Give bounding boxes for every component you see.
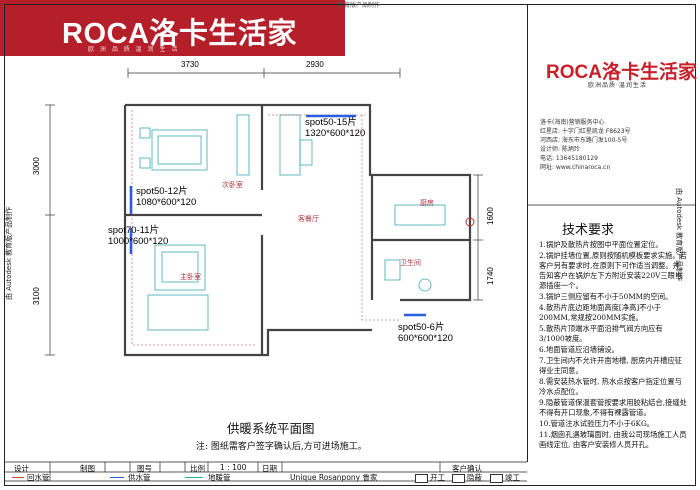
tb-scale-label: 比例 [190,464,205,473]
dimension-right-lower: 1740 [486,267,495,285]
info-line: 设计师: 陈炳玲 [540,146,580,153]
requirement-item: 11.烟囱孔遇玻璃面时, 由我公司现场施工人员画线定位, 由客户安装修人员开孔。 [539,430,687,449]
titleblock-grid [4,461,527,482]
dimension-left-lower: 3100 [32,287,41,305]
dimension-top-left: 3730 [181,60,199,69]
info-line: 网址: www.chinaroca.cn [540,164,611,171]
dimension-right-upper: 1600 [486,207,495,225]
overlap-text: Unique Rosanpony 鲁家 [290,473,378,482]
legend-supply-pipe: 供水管 [128,473,151,482]
radiator-model: spot70-11片 [108,225,160,236]
radiator-label-living: spot50-15片 1320*600*120 [305,117,365,139]
info-line: 电话: 13645180129 [540,155,598,162]
watermark-top: 教育版产品制作 [338,2,381,9]
supply-pipe-swatch [110,477,124,478]
radiator-size: 1000*600*120 [108,236,169,247]
radiator-size: 1320*600*120 [305,128,366,139]
dimension-left-upper: 3000 [32,157,41,175]
radiator-label-master-bedroom: spot70-11片 1000*600*120 [108,225,168,247]
requirement-item: 1.锅炉及散热片按图中平面位置定位。 [539,240,663,249]
stage-complete: 竣工 [505,473,520,482]
radiator-size: 600*600*120 [398,333,453,344]
info-line: 红星店: 十字门红星凯龙 F8623号 [540,128,631,135]
legend-return-pipe: 回水管 [27,473,50,482]
brand-slogan: 欧 洲 品 质 温 润 生 活 [88,46,180,53]
room-master-bedroom: 主卧室 [180,273,201,281]
tb-date: 日期 [262,464,277,473]
requirements-title: 技术要求 [562,223,615,238]
floor-heating-swatch [185,477,203,478]
requirement-item: 2.锅炉挂墙位置,原则按随机模板要求实施。若客户另有要求时,在原则下可作适当调整… [539,251,687,290]
radiator-label-secondary-bedroom: spot50-12片 1080*600*120 [136,186,196,208]
radiator-label-bathroom: spot50-6片 600*600*120 [398,322,453,344]
requirement-item: 8.需安装热水管时, 热水点按客户指定位置与冷水点配位。 [539,377,682,396]
requirement-item: 5.散热片顶端水平面沿排气阀方向应有3/1000坡度。 [539,324,663,343]
tb-drawing-no: 图号 [137,464,152,473]
room-bathroom: 卫生间 [400,259,421,267]
checkbox-start[interactable] [415,474,428,483]
info-line: 洛卡(海南)营销服务中心 [540,119,605,126]
info-line: 河西店: 海东市东路门发100-5号 [540,137,628,144]
radiator-model: spot50-15片 [305,117,357,128]
dimension-top-right: 2930 [306,60,324,69]
brand-logo: ROCA洛卡生活家 [62,18,297,50]
company-info: 洛卡(海南)营销服务中心 红星店: 十字门红星凯龙 F8623号 河西店: 海东… [540,118,631,172]
requirement-item: 3.锅炉三侧应留有不小于50MM的空间。 [539,292,673,301]
requirement-item: 10.管道注水试验压力不小于6KG。 [539,419,655,428]
tb-drafting: 制图 [80,464,95,473]
furniture [139,114,446,331]
return-pipe-swatch [12,477,24,478]
requirements-list: 1.锅炉及散热片按图中平面位置定位。 2.锅炉挂墙位置,原则按随机模板要求实施。… [539,240,687,451]
requirement-item: 6.地面管道应沿墙铺设。 [539,345,619,354]
legend-floor-heating: 地暖管 [208,473,231,482]
requirement-item: 7.卫生间内不允许开凿地槽, 厨房内开槽应征得业主同意。 [539,356,682,375]
requirement-item: 4.散热片底边距地面高度[净高]不小于200MM,常规按200MM实施。 [539,303,662,322]
checkbox-concealed[interactable] [452,474,465,483]
tb-design: 设计 [14,464,29,473]
walls [123,103,472,357]
stage-start: 开工 [430,473,445,482]
pipe-routes [131,110,400,346]
radiator-model: spot50-12片 [136,186,188,197]
room-kitchen: 厨房 [420,199,434,207]
radiators [129,114,426,317]
brand-slogan-small: 欧洲品质·温润生活 [588,82,647,89]
checkbox-complete[interactable] [490,474,503,483]
radiator-size: 1080*600*120 [136,197,197,208]
plan-title: 供暖系统平面图 [227,421,315,436]
room-secondary-bedroom: 次卧室 [222,181,243,189]
plan-note: 注: 图纸需客户签字确认后,方可进场施工。 [196,442,367,452]
tb-client-confirm: 客户确认 [452,464,482,473]
room-living-dining: 客餐厅 [298,215,319,223]
requirement-item: 9.隐蔽管道保温套管按要求用胶粘结合,接缝处不得有开口现象,不得有裸露管道。 [539,398,687,417]
brand-logo-small: ROCA洛卡生活家 [546,62,697,83]
boiler-marker [465,217,475,227]
radiator-model: spot50-6片 [398,322,445,333]
brand-banner: ROCA洛卡生活家 欧 洲 品 质 温 润 生 活 [0,0,345,56]
dimension-lines [45,68,483,356]
tb-scale-value: 1 : 100 [220,463,247,472]
stage-concealed: 隐蔽 [467,473,482,482]
